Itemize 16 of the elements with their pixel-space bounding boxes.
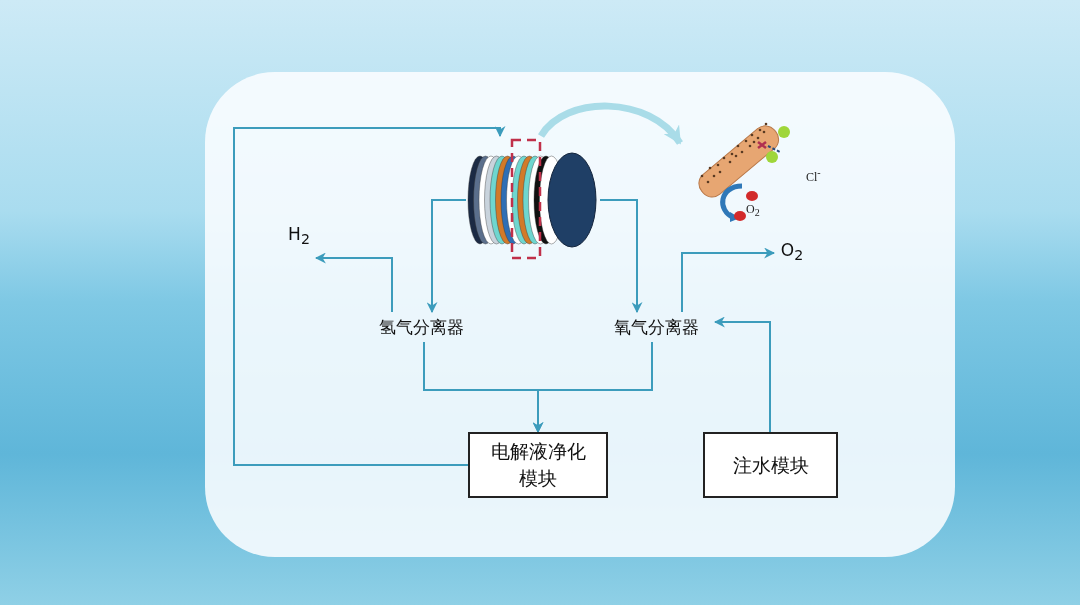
module-box: 注水模块 xyxy=(703,432,838,498)
arrow xyxy=(713,316,771,433)
ion-label: Cl$^{-}$ xyxy=(806,167,821,185)
arrow xyxy=(681,247,776,313)
arrow xyxy=(599,199,643,314)
ion-label: O$_{2}$ xyxy=(746,202,760,219)
module-box: 电解液净化模块 xyxy=(468,432,608,498)
arrow xyxy=(538,102,683,146)
arrow xyxy=(314,252,393,313)
gas-label: O$_{2}$ xyxy=(780,240,804,264)
arrow xyxy=(426,199,467,314)
separator-label: 氢气分离器 xyxy=(378,315,464,339)
gas-label: H$_{2}$ xyxy=(288,224,310,248)
separator-label: 氧气分离器 xyxy=(613,315,699,339)
arrow xyxy=(532,341,653,434)
arrow xyxy=(233,126,506,466)
